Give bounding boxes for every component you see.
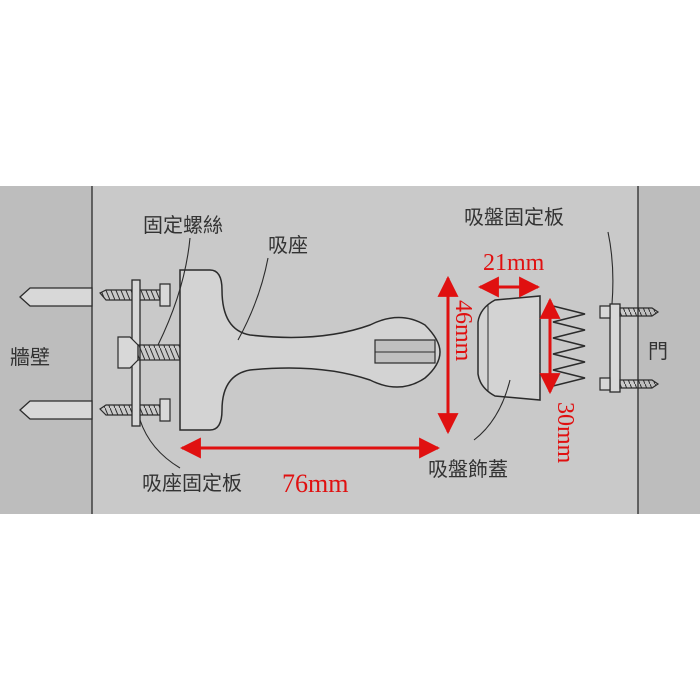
label-fixing-screw: 固定螺絲 [143,213,223,237]
cup-fixing-plate [609,303,621,393]
leader-lines [139,231,614,469]
dim-label-cup-width: 21mm [483,250,545,276]
wall-panel [0,186,92,514]
mount-screw-bottom [99,398,171,422]
wall-anchor-bottom [19,400,93,420]
leader-cup-plate [607,231,614,305]
label-cup-plate: 吸盤固定板 [464,205,564,229]
label-door: 門 [648,339,668,363]
label-wall: 牆壁 [10,345,50,369]
suction-cup-cover [477,295,541,401]
door-screw-bottom [599,377,660,391]
mount-screw-top [99,283,171,307]
wall-anchor-top [19,287,93,307]
leader-fixing-screw [157,237,191,346]
dim-label-length: 76mm [282,469,348,498]
dim-label-cup-height: 30mm [552,402,578,464]
label-suction-seat: 吸座 [268,233,308,257]
leader-suction-seat [237,257,269,341]
label-suction-cover: 吸盤飾蓋 [428,457,508,481]
spring [552,305,586,387]
door-screw-top [599,305,660,319]
leader-suction-cover [473,379,511,441]
door-panel [638,186,700,514]
dim-label-height: 46mm [450,300,476,362]
leader-seat-plate [139,419,181,469]
label-seat-plate: 吸座固定板 [142,471,242,495]
